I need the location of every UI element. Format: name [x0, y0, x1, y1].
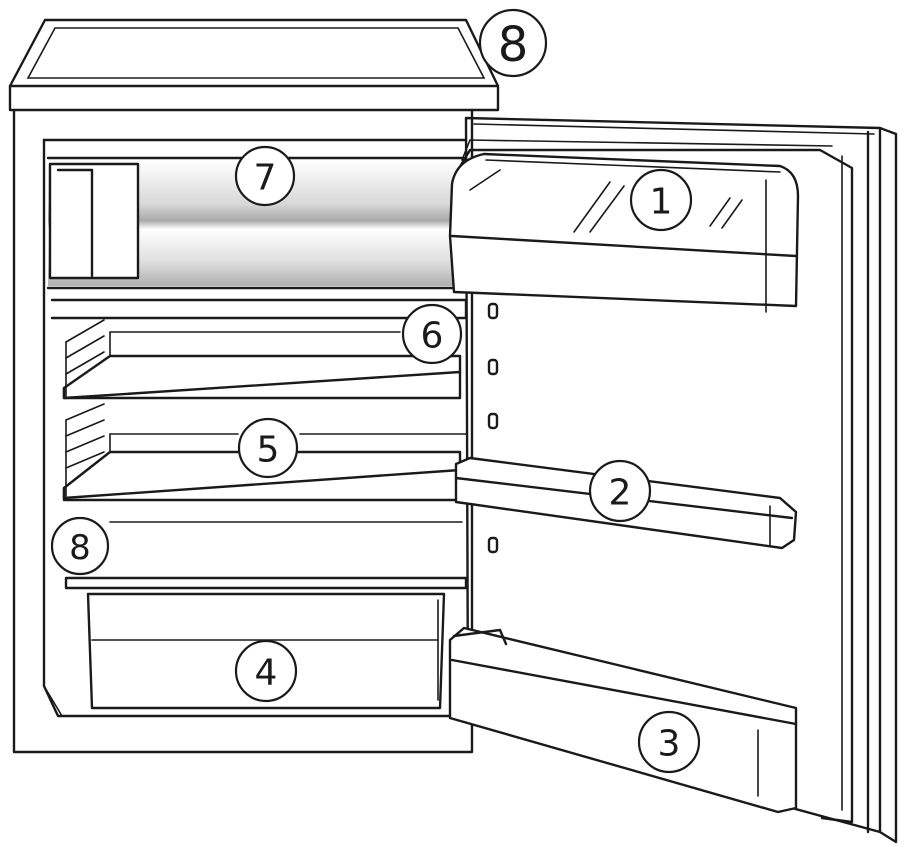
callout-7: 7 [234, 145, 296, 207]
callout-3: 3 [637, 710, 701, 774]
callout-1: 1 [629, 168, 693, 232]
bottle-rack [448, 626, 798, 814]
cabinet-body [12, 108, 474, 754]
callout-label: 7 [254, 158, 277, 199]
callout-6: 6 [401, 303, 463, 365]
callout-4: 4 [234, 639, 298, 703]
callout-label: 4 [255, 653, 278, 694]
callout-label: 8 [69, 528, 91, 568]
door-peg-holes [487, 302, 499, 554]
callout-label: 2 [609, 473, 632, 514]
glass-shelf [64, 521, 468, 590]
callout-8-left: 8 [50, 516, 110, 576]
door [456, 116, 898, 844]
dairy-compartment [448, 152, 800, 313]
callout-label: 3 [658, 724, 681, 765]
callout-label: 5 [257, 430, 280, 471]
callout-8-top: 8 [478, 8, 548, 78]
callout-label: 8 [498, 17, 529, 73]
worktop-lid [8, 18, 500, 112]
callout-label: 1 [650, 182, 673, 223]
callout-5: 5 [237, 417, 299, 479]
callout-2: 2 [588, 459, 652, 523]
callout-label: 6 [421, 316, 444, 357]
upper-shelf [62, 319, 462, 400]
